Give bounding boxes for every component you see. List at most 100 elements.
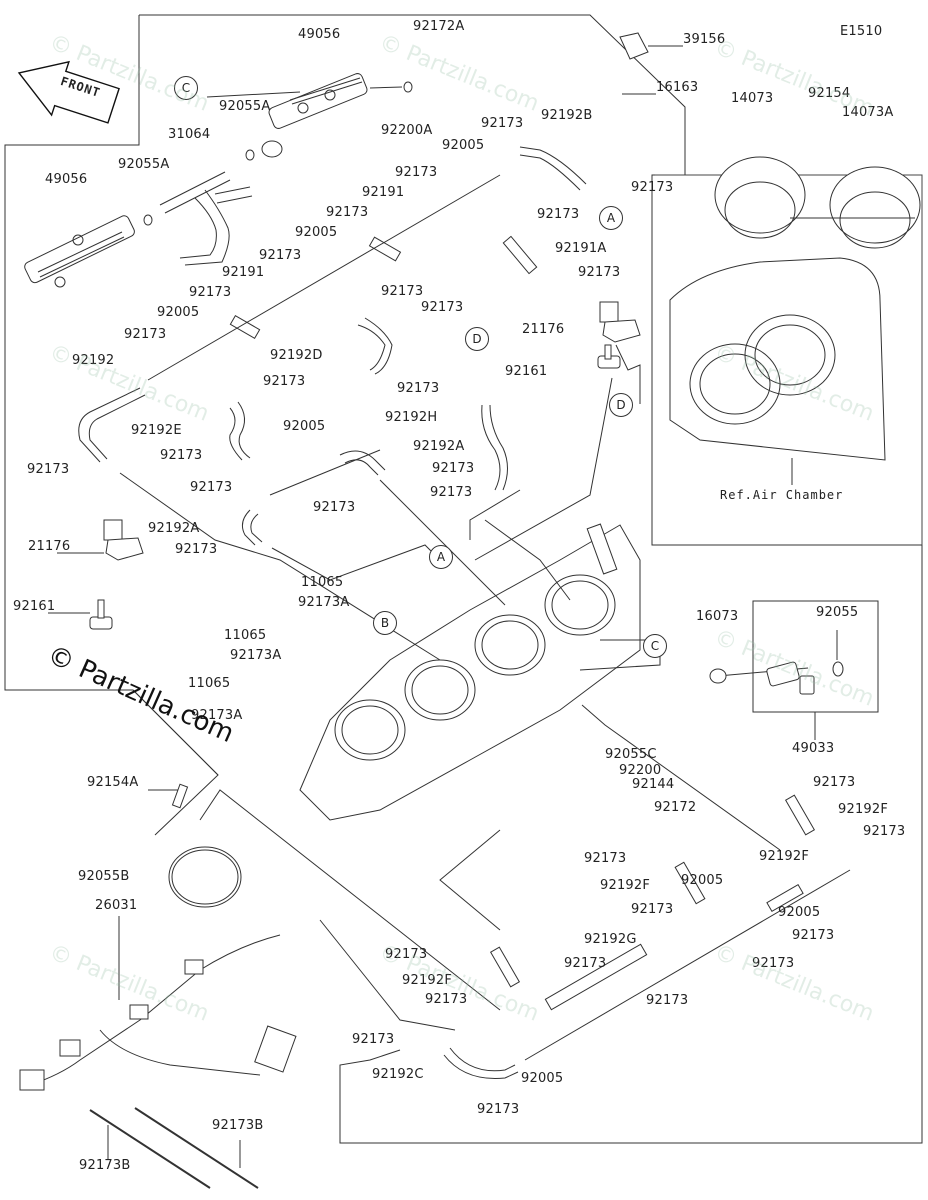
part-number-label[interactable]: 92161 (13, 599, 56, 614)
part-number-label[interactable]: 92173 (175, 542, 218, 557)
part-number-label[interactable]: 14073 (731, 91, 774, 106)
part-number-label[interactable]: 92192H (385, 410, 438, 425)
air-chamber-shape (669, 257, 886, 485)
part-number-label[interactable]: 92192G (584, 932, 637, 947)
part-number-label[interactable]: 92005 (442, 138, 485, 153)
callout-c: C (174, 76, 198, 100)
group-outline (139, 14, 923, 1144)
part-number-label[interactable]: 92173B (79, 1158, 131, 1173)
part-number-label[interactable]: 92173 (259, 248, 302, 263)
part-number-label[interactable]: 92173 (326, 205, 369, 220)
callout-c: C (643, 634, 667, 658)
part-number-label[interactable]: 11065 (224, 628, 267, 643)
part-number-label[interactable]: 92173 (189, 285, 232, 300)
part-number-label[interactable]: 92173A (298, 595, 350, 610)
part-number-label[interactable]: 92192 (72, 353, 115, 368)
part-number-label[interactable]: 92173 (752, 956, 795, 971)
part-number-label[interactable]: 92173 (477, 1102, 520, 1117)
part-number-label[interactable]: 92173 (352, 1032, 395, 1047)
part-number-label[interactable]: 92173 (381, 284, 424, 299)
part-number-label[interactable]: 92173 (421, 300, 464, 315)
part-number-label[interactable]: 39156 (683, 32, 726, 47)
part-number-label[interactable]: 92173 (160, 448, 203, 463)
part-number-label[interactable]: 31064 (168, 127, 211, 142)
part-number-label[interactable]: 49033 (792, 741, 835, 756)
part-number-label[interactable]: 92173 (584, 851, 627, 866)
part-number-label[interactable]: 92173 (263, 374, 306, 389)
part-number-label[interactable]: 92192C (372, 1067, 424, 1082)
callout-b: B (373, 611, 397, 635)
part-number-label[interactable]: 16163 (656, 80, 699, 95)
part-number-label[interactable]: 92173 (631, 902, 674, 917)
part-number-label[interactable]: 92173 (395, 165, 438, 180)
part-number-label[interactable]: 49056 (45, 172, 88, 187)
part-number-label[interactable]: 92173 (578, 265, 621, 280)
part-number-label[interactable]: 11065 (301, 575, 344, 590)
part-number-label[interactable]: 92192F (402, 973, 453, 988)
part-number-label[interactable]: 92191 (362, 185, 405, 200)
callout-d: D (465, 327, 489, 351)
part-number-label[interactable]: 92144 (632, 777, 675, 792)
part-number-label[interactable]: 92173 (124, 327, 167, 342)
hose-shapes (78, 146, 816, 1080)
part-number-label[interactable]: 92192B (541, 108, 593, 123)
callout-a: A (429, 545, 453, 569)
part-number-label[interactable]: 92191A (555, 241, 607, 256)
part-number-label[interactable]: 92172 (654, 800, 697, 815)
part-number-label[interactable]: 92173 (27, 462, 70, 477)
part-number-label[interactable]: 92172A (413, 19, 465, 34)
part-number-label[interactable]: 92192F (838, 802, 889, 817)
part-number-label[interactable]: 92173 (481, 116, 524, 131)
part-number-label[interactable]: 49056 (298, 27, 341, 42)
part-number-label[interactable]: 21176 (522, 322, 565, 337)
part-number-label[interactable]: 92161 (505, 364, 548, 379)
part-number-label[interactable]: 92173A (191, 708, 243, 723)
part-number-label[interactable]: 92173 (397, 381, 440, 396)
part-number-label[interactable]: 92005 (681, 873, 724, 888)
part-number-label[interactable]: 14073A (842, 105, 894, 120)
part-number-label[interactable]: 11065 (188, 676, 231, 691)
part-number-label[interactable]: 92173 (425, 992, 468, 1007)
part-number-label[interactable]: 92055A (219, 99, 271, 114)
part-number-label[interactable]: 92173 (813, 775, 856, 790)
part-number-label[interactable]: 92154 (808, 86, 851, 101)
part-number-label[interactable]: 92173 (863, 824, 906, 839)
part-number-label[interactable]: 92005 (521, 1071, 564, 1086)
part-number-label[interactable]: 92200 (619, 763, 662, 778)
part-number-label[interactable]: 92191 (222, 265, 265, 280)
part-number-label[interactable]: 92192E (131, 423, 182, 438)
part-number-label[interactable]: 92055A (118, 157, 170, 172)
part-number-label[interactable]: 92173 (646, 993, 689, 1008)
part-number-label[interactable]: 92173 (631, 180, 674, 195)
part-number-label[interactable]: 92173 (792, 928, 835, 943)
part-number-label[interactable]: 92005 (295, 225, 338, 240)
part-number-label[interactable]: 92055 (816, 605, 859, 620)
part-number-label[interactable]: 21176 (28, 539, 71, 554)
ref-air-chamber-label: Ref.Air Chamber (720, 488, 844, 502)
part-number-label[interactable]: 92173 (190, 480, 233, 495)
part-number-label[interactable]: E1510 (840, 24, 883, 39)
part-number-label[interactable]: 16073 (696, 609, 739, 624)
part-number-label[interactable]: 92005 (778, 905, 821, 920)
part-number-label[interactable]: 92173A (230, 648, 282, 663)
part-number-label[interactable]: 92192D (270, 348, 323, 363)
part-number-label[interactable]: 92192A (413, 439, 465, 454)
part-number-label[interactable]: 92200A (381, 123, 433, 138)
part-number-label[interactable]: 92173 (385, 947, 428, 962)
part-number-label[interactable]: 26031 (95, 898, 138, 913)
part-number-label[interactable]: 92192F (759, 849, 810, 864)
part-number-label[interactable]: 92192A (148, 521, 200, 536)
part-number-label[interactable]: 92173 (432, 461, 475, 476)
part-number-label[interactable]: 92154A (87, 775, 139, 790)
part-number-label[interactable]: 92005 (157, 305, 200, 320)
o-ring-shape (245, 149, 255, 161)
part-number-label[interactable]: 92192F (600, 878, 651, 893)
part-number-label[interactable]: 92173 (430, 485, 473, 500)
part-number-label[interactable]: 92173B (212, 1118, 264, 1133)
part-number-label[interactable]: 92055B (78, 869, 130, 884)
part-number-label[interactable]: 92005 (283, 419, 326, 434)
part-number-label[interactable]: 92173 (537, 207, 580, 222)
part-number-label[interactable]: 92173 (313, 500, 356, 515)
part-number-label[interactable]: 92173 (564, 956, 607, 971)
part-number-label[interactable]: 92055C (605, 747, 657, 762)
